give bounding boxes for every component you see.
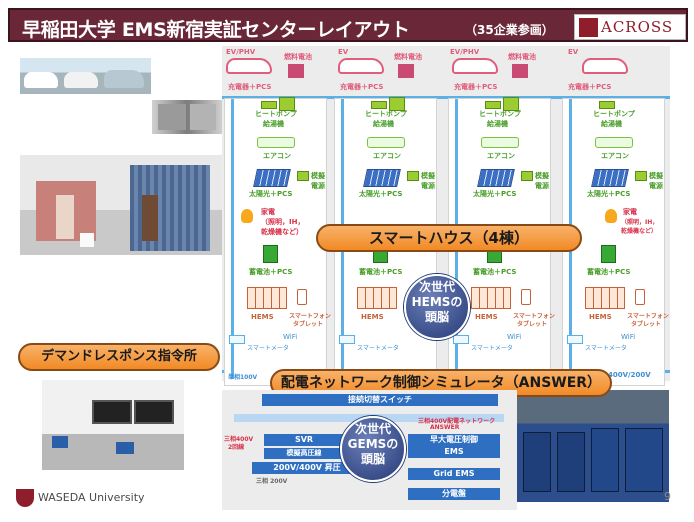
- solar-panel-icon: [363, 169, 401, 187]
- aircon-label: エアコン: [263, 152, 291, 160]
- grid-ems-bar: Grid EMS: [408, 468, 500, 480]
- across-logo-text: ACROSS: [601, 18, 674, 36]
- battery-label: 蓄電池＋PCS: [249, 268, 293, 276]
- aircon-icon: [367, 137, 405, 148]
- fuel-cell-icon: [512, 64, 528, 78]
- battery-icon: [263, 245, 278, 263]
- title-bar: 早稲田大学 EMS新宿実証センターレイアウト （35企業参画） ACROSS: [8, 8, 688, 42]
- solar-label: 太陽光＋PCS: [249, 190, 293, 198]
- photo-house-interior: [20, 155, 222, 255]
- svr-bar: SVR: [264, 434, 344, 446]
- simulated-high-voltage-bar: 模擬高圧線: [264, 448, 344, 459]
- bulb-icon: [605, 209, 617, 223]
- smart-meter-icon: [567, 335, 583, 344]
- distribution-panel-bar: 分電盤: [408, 488, 500, 500]
- across-mark-icon: [579, 18, 598, 37]
- hems-panel-icon: [357, 287, 397, 309]
- waseda-logo-icon: [16, 489, 34, 507]
- aircon-icon: [481, 137, 519, 148]
- photo-demand-response-center: [42, 380, 184, 470]
- across-logo: ACROSS: [574, 14, 686, 40]
- fuel-cell-icon: [288, 64, 304, 78]
- fuel-cell-icon: [398, 64, 414, 78]
- solar-panel-icon: [253, 169, 291, 187]
- car-icon: [582, 58, 628, 74]
- page-number: 9: [664, 490, 671, 503]
- phone-icon: [297, 289, 307, 305]
- voltage-step-up-bar: 200V/400V 昇圧: [252, 462, 362, 474]
- hems-panel-icon: [247, 287, 287, 309]
- smart-meter-icon: [339, 335, 355, 344]
- house-1: ヒートポンプ 給湯機 エアコン 太陽光＋PCS 模擬 電源 家電 （照明，IH，…: [224, 97, 331, 386]
- aircon-icon: [257, 137, 295, 148]
- demand-response-banner: デマンドレスポンス指令所: [18, 343, 220, 371]
- switch-bar: 接続切替スイッチ: [262, 394, 498, 406]
- solar-panel-icon: [591, 169, 629, 187]
- car-icon: [338, 58, 384, 74]
- solar-panel-icon: [477, 169, 515, 187]
- gems-area: 接続切替スイッチ 三相400V 2回線 SVR 模擬高圧線 200V/400V …: [222, 390, 517, 510]
- car-icon: [226, 58, 272, 74]
- smart-meter-icon: [453, 335, 469, 344]
- hems-brain-circle: 次世代 HEMSの 頭脳: [404, 274, 470, 340]
- bulb-icon: [241, 209, 253, 223]
- photo-fuel-cell-unit: [152, 100, 222, 134]
- phone-icon: [521, 289, 531, 305]
- university-name: WASEDA University: [38, 491, 145, 504]
- gems-brain-circle: 次世代 GEMSの 頭脳: [340, 416, 406, 482]
- car-label-1: EV/PHV: [226, 48, 256, 56]
- photo-server-room: [517, 390, 669, 502]
- smart-house-banner: スマートハウス（4棟）: [316, 224, 582, 252]
- battery-icon: [601, 245, 616, 263]
- phone-icon: [635, 289, 645, 305]
- smart-meter-icon: [229, 335, 245, 344]
- top-bus-line: [222, 96, 670, 99]
- smart-house-area: ヒートポンプ 給湯機 エアコン 太陽光＋PCS 模擬 電源 家電 （照明，IH，…: [222, 46, 670, 386]
- car-icon: [452, 58, 498, 74]
- hems-panel-icon: [585, 287, 625, 309]
- heat-pump-label: ヒートポンプ: [255, 110, 297, 118]
- page-title: 早稲田大学 EMS新宿実証センターレイアウト: [22, 19, 410, 41]
- aircon-icon: [595, 137, 633, 148]
- photo-ev-cars: [20, 58, 151, 94]
- water-heater-label: 給湯機: [263, 120, 284, 128]
- hems-panel-icon: [471, 287, 511, 309]
- page-subtitle: （35企業参画）: [465, 23, 554, 37]
